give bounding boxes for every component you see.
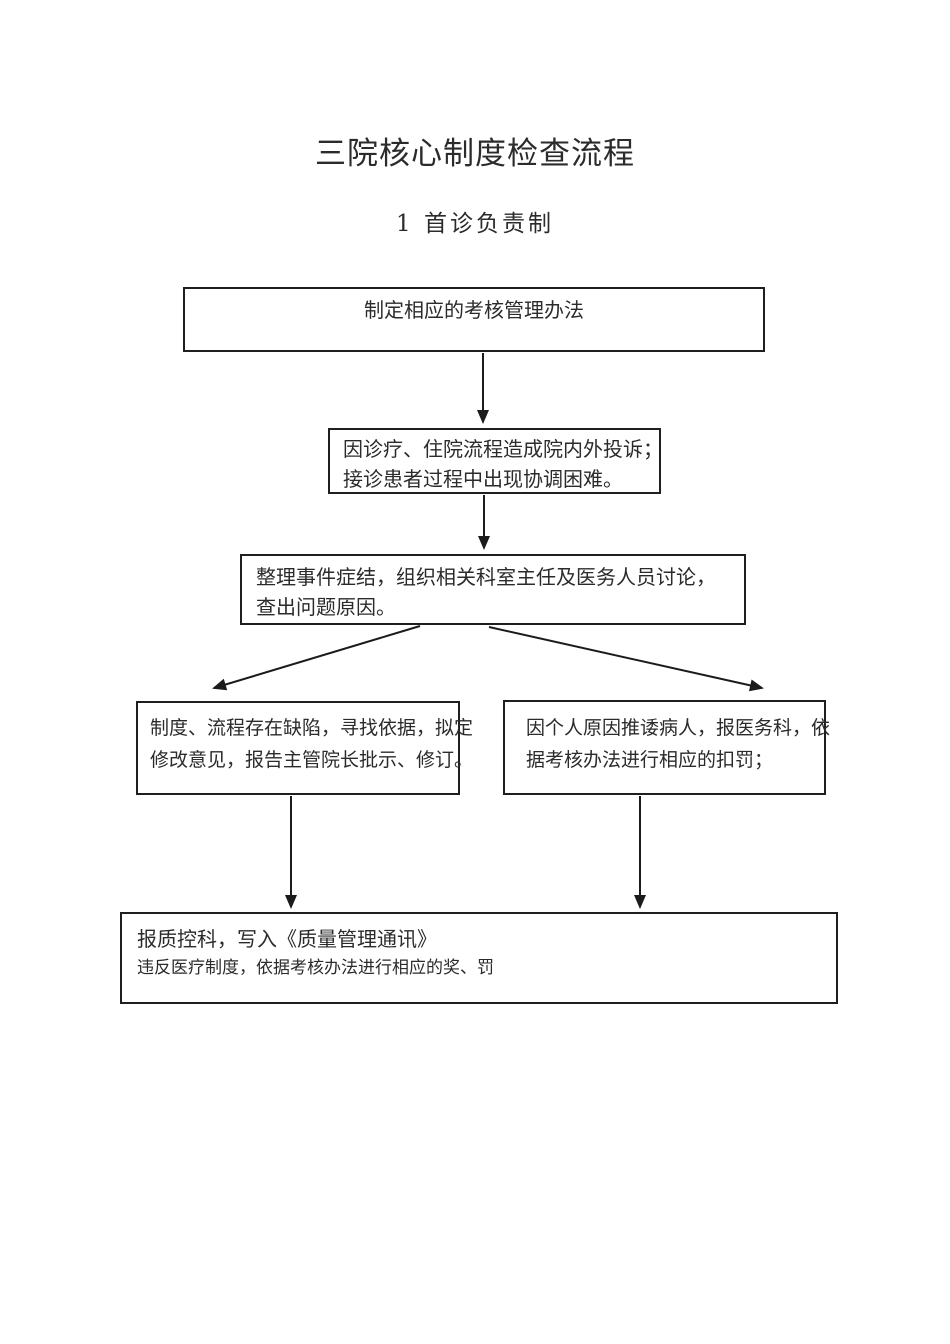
arrow-analyze-to-defect xyxy=(212,625,421,691)
flowchart-node-analyze-causes: 整理事件症结，组织相关科室主任及医务人员讨论， 查出问题原因。 xyxy=(240,554,746,625)
node-text-line: 修改意见，报告主管院长批示、修订。 xyxy=(150,749,474,771)
flowchart-node-report-quality-control: 报质控科，写入《质量管理通讯》 违反医疗制度，依据考核办法进行相应的奖、罚 xyxy=(120,912,838,1004)
node-text-line: 报质控科，写入《质量管理通讯》 xyxy=(137,927,437,951)
flowchart-node-process-defect: 制度、流程存在缺陷，寻找依据，拟定 修改意见，报告主管院长批示、修订。 xyxy=(136,701,474,795)
node-text: 制定相应的考核管理办法 xyxy=(364,298,584,322)
flowchart-node-complaints: 因诊疗、住院流程造成院内外投诉； 接诊患者过程中出现协调困难。 xyxy=(328,428,663,494)
node-text-line: 因个人原因推诿病人，报医务科，依 xyxy=(526,717,831,739)
document-title: 三院核心制度检查流程 xyxy=(315,136,635,172)
flowchart-node-personal-reason: 因个人原因推诿病人，报医务科，依 据考核办法进行相应的扣罚； xyxy=(503,700,831,795)
node-text-line: 因诊疗、住院流程造成院内外投诉； xyxy=(343,437,663,461)
flowchart-node-formulate-measures: 制定相应的考核管理办法 xyxy=(183,287,765,352)
node-text-line: 制度、流程存在缺陷，寻找依据，拟定 xyxy=(150,717,474,739)
node-text-line: 整理事件症结，组织相关科室主任及医务人员讨论， xyxy=(256,565,716,589)
node-text-line: 违反医疗制度，依据考核办法进行相应的奖、罚 xyxy=(137,958,494,978)
node-text-line: 查出问题原因。 xyxy=(256,595,396,619)
node-text-line: 接诊患者过程中出现协调困难。 xyxy=(343,467,623,491)
node-text-line: 据考核办法进行相应的扣罚； xyxy=(526,749,774,771)
arrow-analyze-to-personal xyxy=(488,626,764,692)
section-heading: 1 首诊负责制 xyxy=(396,211,554,237)
